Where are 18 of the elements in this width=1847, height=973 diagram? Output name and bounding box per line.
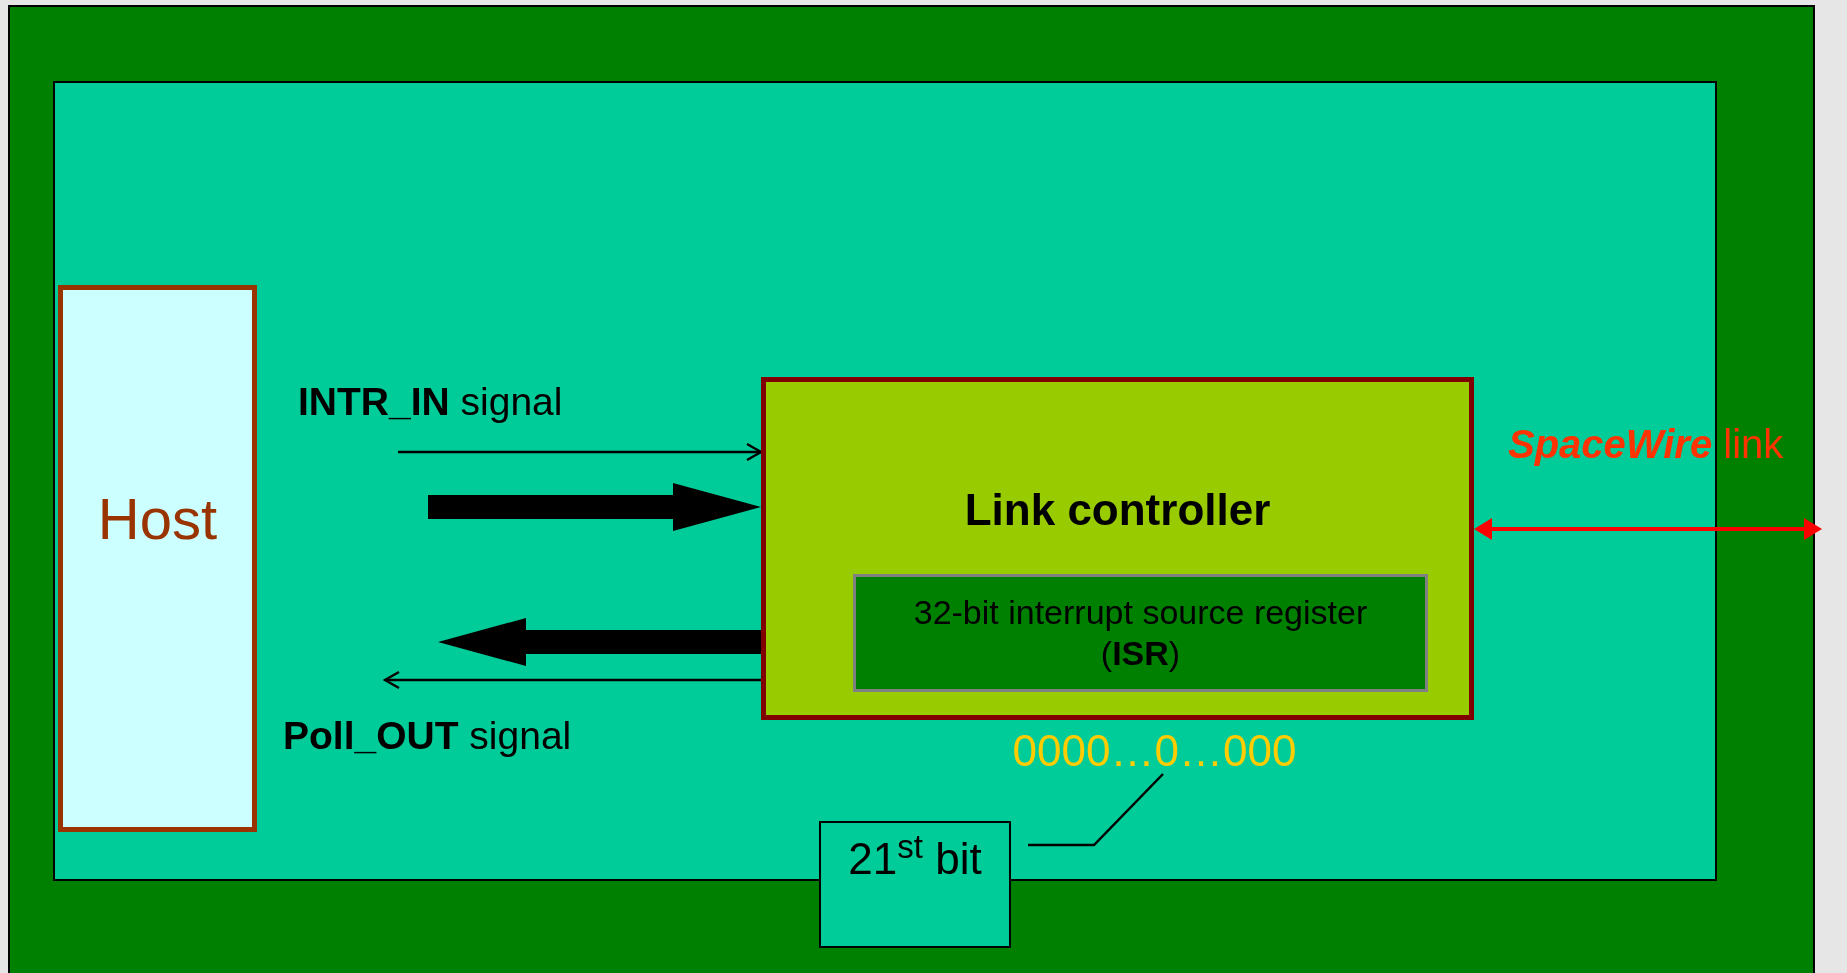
edge-label: SpaceWire link: [1508, 424, 1784, 464]
host-box: [58, 285, 257, 832]
controller-title: Link controller: [963, 488, 1272, 532]
arrow: [398, 442, 763, 462]
edge-label: Poll_OUT signal: [283, 716, 572, 755]
thick-arrow: [438, 618, 761, 666]
register-box: [853, 574, 1428, 692]
bit-string: 0000…0…000: [1001, 728, 1308, 774]
edge-label: INTR_IN signal: [298, 382, 563, 421]
host-label: Host: [97, 489, 218, 548]
register-label: 32-bit interrupt source register (ISR): [912, 592, 1369, 674]
double-arrow: [1474, 518, 1822, 540]
bit-box: [819, 821, 1011, 948]
arrow: [383, 670, 761, 690]
thick-arrow: [428, 483, 761, 531]
controller-box: [761, 377, 1474, 720]
bit-label: 21$^{st}$ bit: [848, 837, 982, 885]
leader-line: [1028, 773, 1164, 847]
